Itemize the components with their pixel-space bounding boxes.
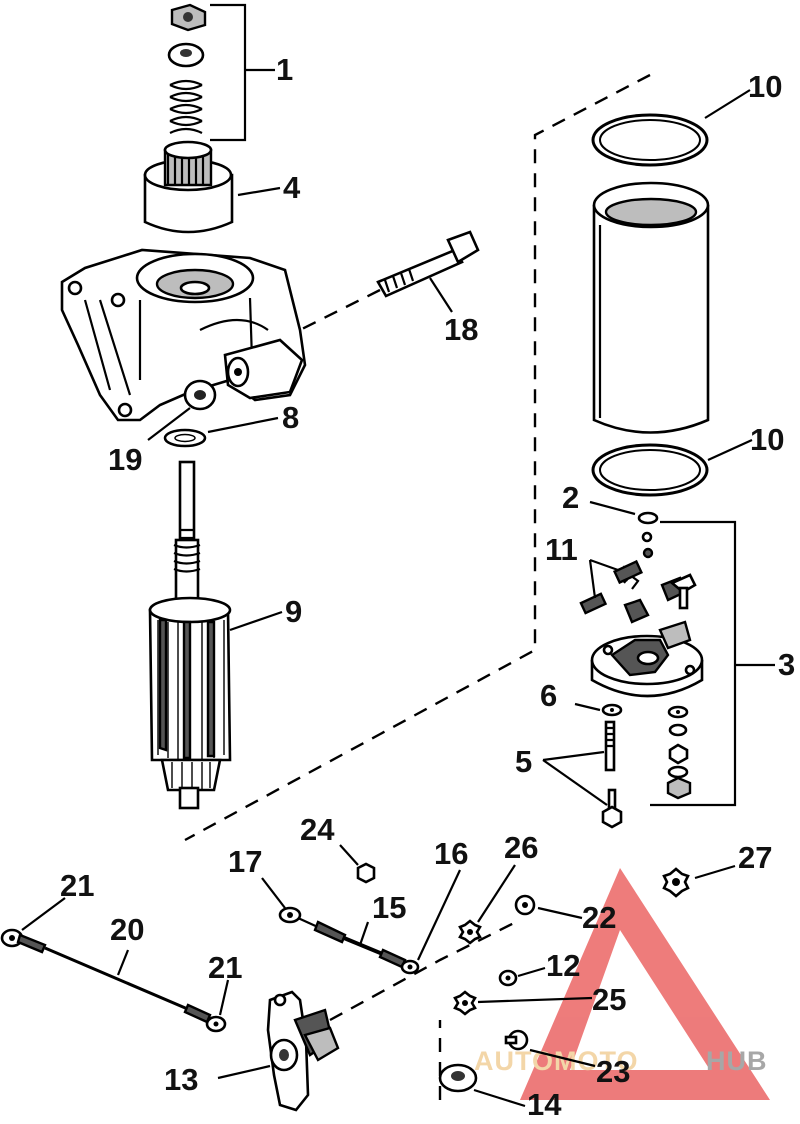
callout-4: 4 [283,170,301,205]
callout-9: 9 [285,594,302,629]
callout-21-right: 21 [208,950,242,985]
callout-15: 15 [372,890,406,925]
callout-18: 18 [444,312,478,347]
watermark-logo: AUTOMOTO HUB [474,868,770,1100]
field-frame-housing [592,181,710,434]
callout-2: 2 [562,480,579,515]
assembly-guide-bolt [299,288,381,332]
watermark-text-a: AUTOMOTO [474,1046,639,1076]
drive-end-frame [60,248,307,422]
callout-14: 14 [527,1087,562,1122]
callout-12: 12 [546,948,580,983]
brush-holder-parts [623,531,697,624]
part-15-cable [278,906,420,975]
part-23-screw [504,1029,529,1051]
part-13-solenoid-bracket [266,990,340,1112]
part-8-washer [163,428,207,448]
callout-17: 17 [228,844,262,879]
bracket-1 [210,3,247,142]
callout-6: 6 [540,678,557,713]
callout-26: 26 [504,830,538,865]
callout-21-left: 21 [60,868,94,903]
callout-13: 13 [164,1062,198,1097]
part-18-through-bolt [376,230,480,298]
callout-20: 20 [110,912,144,947]
callout-5: 5 [515,744,532,779]
callout-11: 11 [545,532,578,567]
callout-1: 1 [276,52,293,87]
callout-16: 16 [434,836,468,871]
part-25-star-washer [453,990,477,1016]
assembly-guide-right [184,73,651,842]
assembly-guide-lower [329,918,521,1022]
part-26-star-washer [458,919,482,945]
callout-25: 25 [592,982,626,1017]
callout-24: 24 [300,812,335,847]
part-22-nut [514,894,536,916]
part-9-armature [148,460,232,810]
callout-10-bottom: 10 [750,422,784,457]
part-14-grommet [438,1063,478,1093]
part-4-drive-pinion [143,140,234,234]
callout-22: 22 [582,900,616,935]
callout-8: 8 [282,400,299,435]
part-5-through-bolts [601,720,623,829]
part-19-spacer [183,379,217,411]
part-11-brush-springs [579,559,644,615]
callout-19: 19 [108,442,142,477]
callout-23: 23 [596,1054,630,1089]
callout-27: 27 [738,840,772,875]
callout-3: 3 [778,647,795,682]
watermark-text-b: HUB [706,1046,768,1076]
end-cap-brush-plate [590,620,704,698]
part-1-nut-spring-stack [167,3,207,134]
callout-10-top: 10 [748,69,782,104]
part-2-cap [637,511,659,525]
part-27-star-washer [662,867,690,898]
part-20-cable [0,928,227,1033]
part-24-nut [356,862,376,884]
part-12-washer [498,969,518,987]
bracket-3 [650,520,737,807]
end-cap-hardware [666,705,692,800]
